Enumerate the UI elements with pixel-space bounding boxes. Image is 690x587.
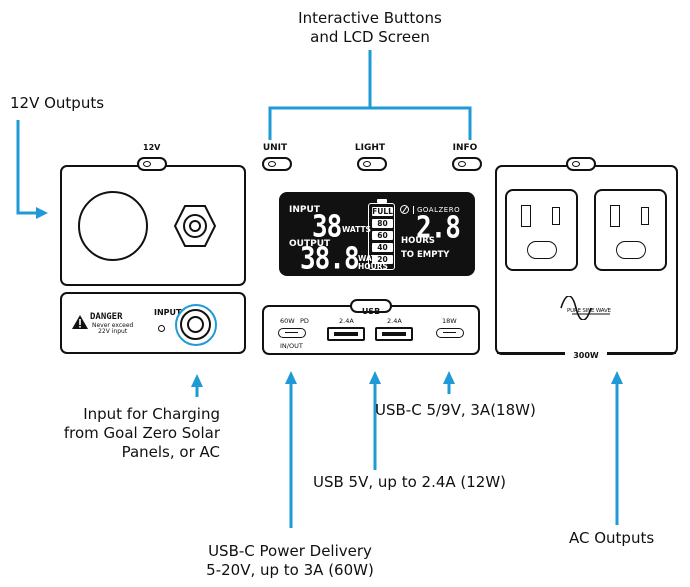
label-12v: 12V (143, 143, 161, 152)
outlet-slot-icon (552, 207, 560, 225)
button-dot-icon (268, 161, 276, 167)
pd-label: PD (300, 317, 309, 325)
lcd-time-unit: HOURS (401, 236, 435, 246)
callout-line: 5-20V, up to 3A (60W) (206, 561, 374, 580)
usb-label: USB (361, 307, 381, 316)
callout-usbc-pd: USB-C Power Delivery 5-20V, up to 3A (60… (180, 542, 400, 580)
panel-12v (60, 165, 246, 286)
lcd-input-unit: WATTS (342, 225, 371, 234)
battery-level-40: 40 (372, 243, 393, 252)
usbc-18w-label: 18W (442, 317, 457, 325)
lcd-time-value: 2.8 (416, 211, 461, 246)
button-dot-icon (458, 161, 466, 167)
battery-icon: FULL 80 60 40 20 (368, 199, 395, 270)
toggle-light-icon (572, 161, 580, 167)
input-port-outer (180, 309, 211, 340)
input-port-ring[interactable] (175, 304, 217, 346)
usb-a1-label: 2.4A (339, 317, 354, 325)
usbc-pd-port[interactable] (278, 328, 306, 338)
port-slot (443, 331, 456, 333)
pd-inout-label: IN/OUT (280, 342, 303, 350)
sine-wave-icon (560, 296, 610, 320)
pd-watts-label: 60W (280, 317, 295, 325)
lcd-output-label: OUTPUT (289, 239, 331, 249)
callout-input-charging: Input for Charging from Goal Zero Solar … (20, 405, 220, 462)
port-slot (285, 331, 298, 333)
ac-outlet-right[interactable] (594, 189, 667, 271)
usb-a1-port[interactable] (327, 327, 365, 341)
light-button-label: LIGHT (354, 143, 386, 153)
hex-port-icon[interactable] (172, 203, 218, 249)
ac-rating-badge: 300W (565, 345, 607, 360)
input-indicator-led (158, 325, 165, 332)
outlet-slot-icon (610, 205, 620, 227)
callout-line: USB-C Power Delivery (208, 542, 372, 560)
callout-usb-5v: USB 5V, up to 2.4A (12W) (313, 473, 507, 491)
danger-line: Never exceed (92, 322, 134, 329)
toggle-light-icon (143, 161, 151, 167)
input-label: INPUT (154, 308, 182, 317)
light-button[interactable] (357, 157, 387, 171)
pure-sine-wave-label: PURE SINE WAVE (567, 308, 611, 314)
lcd-input-label: INPUT (289, 205, 320, 215)
usbc-18w-port[interactable] (436, 328, 464, 338)
lcd-output-unit-hours: HOURS (358, 262, 388, 271)
ac-toggle[interactable] (566, 157, 596, 171)
toggle-12v[interactable] (137, 157, 167, 171)
button-dot-icon (363, 161, 371, 167)
port-tongue (382, 332, 406, 336)
info-button[interactable] (452, 157, 482, 171)
outlet-ground-icon (527, 241, 557, 259)
lcd-input-value: 38 (312, 210, 342, 245)
lcd-time-note: TO EMPTY (401, 250, 450, 260)
callout-buttons-lcd: Interactive Buttons and LCD Screen (270, 9, 470, 47)
outlet-ground-icon (616, 241, 646, 259)
panel-ac (495, 165, 678, 355)
ac-rating: 300W (573, 351, 599, 360)
battery-level-20: 20 (372, 255, 393, 264)
danger-title: DANGER (90, 312, 123, 322)
outlet-slot-icon (641, 207, 649, 225)
battery-level-full: FULL (372, 207, 393, 216)
battery-level-80: 80 (372, 219, 393, 228)
logo-slash (401, 206, 408, 213)
danger-text: Never exceed 22V input (92, 323, 133, 335)
callout-line: Input for Charging (83, 405, 220, 423)
callout-12v-outputs: 12V Outputs (10, 94, 105, 112)
danger-line: 22V input (98, 328, 128, 335)
ac-outlet-left[interactable] (505, 189, 578, 271)
input-port-inner (187, 316, 204, 333)
battery-level-60: 60 (372, 231, 393, 240)
port-tongue (334, 332, 358, 336)
unit-button[interactable] (262, 157, 292, 171)
warning-icon (72, 315, 88, 329)
usb-label-badge: USB (350, 299, 392, 316)
goalzero-brand: GOALZERO (413, 206, 460, 214)
callout-line: from Goal Zero Solar (63, 424, 220, 443)
usb-a2-label: 2.4A (387, 317, 402, 325)
callout-line: and LCD Screen (310, 28, 430, 47)
outlet-slot-icon (521, 205, 531, 227)
callout-usbc-18w: USB-C 5/9V, 3A(18W) (375, 401, 536, 419)
callout-line: Panels, or AC (121, 443, 220, 462)
callout-line: Interactive Buttons (298, 9, 442, 27)
unit-button-label: UNIT (262, 143, 288, 153)
car-port-outlet[interactable] (78, 191, 148, 261)
lcd-output-value: 38.8 (300, 242, 360, 277)
lcd-screen: INPUT 38 WATTS OUTPUT 38.8 WATTS HOURS F… (279, 192, 475, 277)
usb-a2-port[interactable] (375, 327, 413, 341)
callout-ac-outputs: AC Outputs (569, 529, 655, 547)
panel-input: DANGER Never exceed 22V input INPUT (60, 292, 246, 354)
goalzero-logo-icon (400, 205, 409, 214)
info-button-label: INFO (452, 143, 478, 153)
battery-cap (377, 199, 387, 203)
